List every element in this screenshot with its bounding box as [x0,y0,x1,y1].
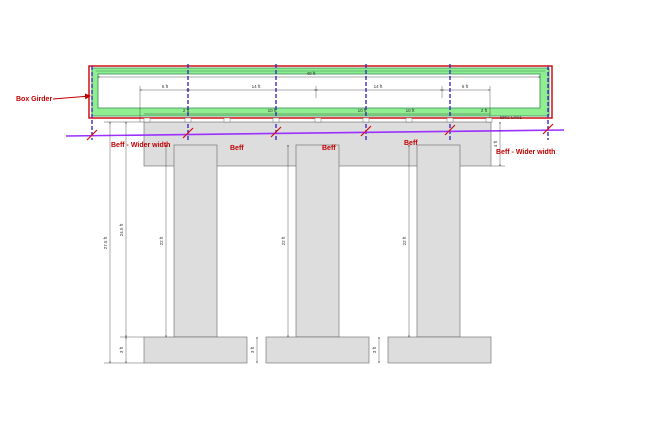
dim-small-5: 2 ft [481,108,488,113]
vertical-dimensions [104,121,505,364]
beff-3-label: Beff [404,140,418,147]
dim-column-height-3: 22 ft [402,236,407,246]
dim-cap-depth: 4 ft [493,140,498,147]
box-girder-label: Box Girder [16,96,52,103]
column-right [416,144,461,338]
brg-line-label: BRG Line1 [500,115,523,120]
dim-span-mid1: 14 ft [252,84,262,89]
dim-small-1: 2 ft [183,108,190,113]
footing-right [387,336,492,364]
dim-small-4: 10 ft [406,108,416,113]
dim-column-height-2: 22 ft [281,236,286,246]
bearing-marks [86,123,554,141]
beff-right-label: Beff - Wider width [496,149,555,156]
footing-middle [265,336,370,364]
dim-small-2: 10 ft [268,108,278,113]
dim-height-total: 27.5 ft [103,236,108,249]
dim-small-3: 10 ft [358,108,368,113]
dim-column-height-1: 22 ft [159,236,164,246]
dim-footing-2: 3 ft [250,346,255,353]
beff-2-label: Beff [322,145,336,152]
dim-footing-1: 3 ft [119,346,124,353]
top-dimensions [97,76,541,122]
dim-overall-width: 40 ft [307,71,317,76]
dim-height-upper: 24.5 ft [119,223,124,236]
dim-span-left: 6 ft [162,84,169,89]
beff-1-label: Beff [230,145,244,152]
column-middle [295,144,340,338]
dim-span-right: 6 ft [462,84,469,89]
column-left [173,144,218,338]
dim-span-mid2: 14 ft [374,84,384,89]
brg-line [65,129,565,137]
box-girder-pointer [52,93,91,100]
dim-footing-3: 3 ft [372,346,377,353]
beff-left-label: Beff - Wider width [111,142,170,149]
bearing-pads [143,117,493,123]
footing-left [143,336,248,364]
